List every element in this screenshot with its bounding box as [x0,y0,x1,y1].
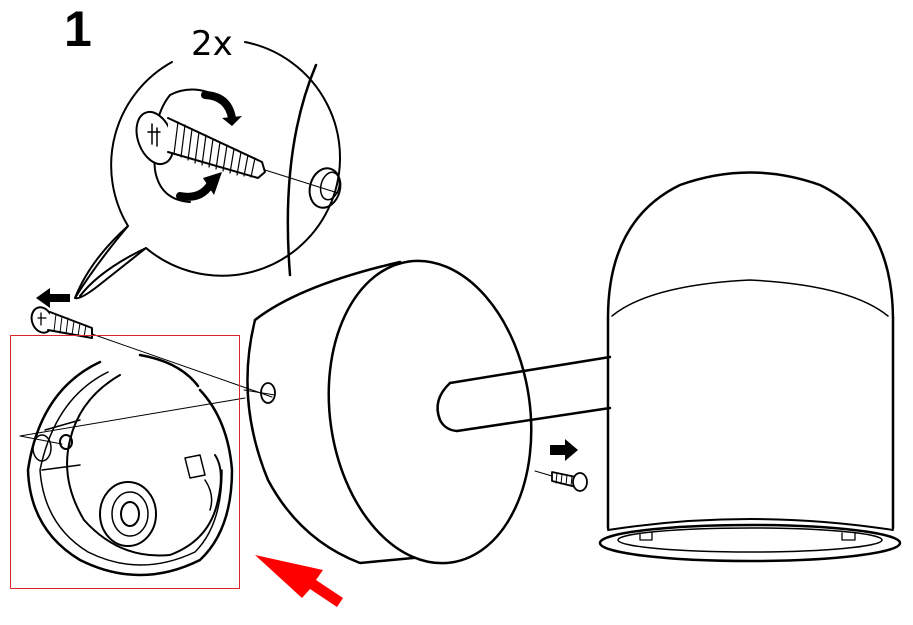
highlight-box [10,335,240,589]
detail-callout [74,41,342,300]
lamp-base-cylinder [243,259,533,565]
lamp-head [598,171,902,563]
wall-mount-bracket [19,353,246,577]
arrow-left-icon [36,288,70,308]
set-screw [534,439,588,492]
lamp-arm [436,355,612,433]
pointer-arrow-icon [255,555,343,607]
removed-screw [30,288,273,398]
arrow-right-icon [550,439,578,461]
step-number: 1 [64,1,92,57]
quantity-label: 2x [187,24,237,64]
